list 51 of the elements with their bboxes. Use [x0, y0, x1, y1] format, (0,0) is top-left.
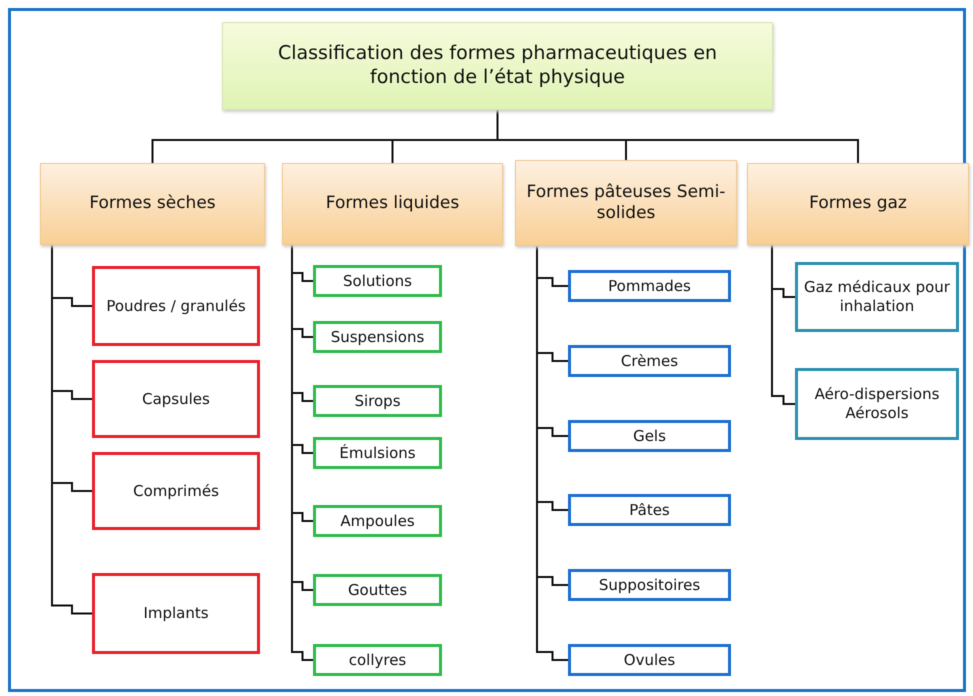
box-label: Suppositoires — [598, 576, 700, 594]
box-label: Pommades — [608, 276, 691, 296]
box-label: Poudres / granulés — [106, 296, 246, 316]
item-box — [568, 494, 731, 526]
category-box — [747, 163, 969, 245]
item-box — [568, 420, 731, 452]
category-box — [515, 160, 737, 246]
box-label: Pâtes — [629, 500, 670, 520]
box-label: Classification des formes pharmaceutiques en fonction de l’état physique — [276, 42, 718, 90]
item-box — [313, 574, 442, 606]
item-box — [568, 644, 731, 676]
item-box — [568, 270, 731, 302]
item-box — [313, 437, 442, 469]
item-box — [795, 262, 959, 332]
box-label: Aéro-dispersions Aérosols — [814, 385, 940, 423]
box-label: Ampoules — [340, 512, 415, 530]
connector-line — [771, 245, 795, 405]
item-box — [92, 573, 260, 654]
item-box — [92, 452, 260, 530]
box-label: Formes gaz — [809, 193, 907, 215]
box-label: Ovules — [624, 650, 676, 670]
box-label: Implants — [143, 604, 209, 623]
category-box — [40, 163, 265, 245]
item-box — [313, 321, 442, 353]
box-label: Comprimés — [133, 482, 219, 500]
item-box — [795, 368, 959, 440]
item-box — [568, 569, 731, 601]
box-label: Crèmes — [620, 352, 678, 370]
category-box — [282, 163, 503, 245]
box-label: Émulsions — [339, 444, 416, 462]
item-box — [313, 265, 442, 297]
box-label: Gels — [633, 426, 666, 446]
box-label: Suspensions — [330, 328, 424, 346]
box-label: Gouttes — [348, 580, 408, 600]
item-box — [313, 385, 442, 417]
box-label: Formes sèches — [89, 193, 216, 215]
connector-line — [51, 245, 92, 614]
box-label: Formes liquides — [326, 193, 460, 215]
item-box — [313, 505, 442, 537]
box-label: Capsules — [142, 390, 210, 408]
item-box — [313, 644, 442, 676]
box-label: Solutions — [343, 272, 412, 290]
item-box — [568, 345, 731, 377]
item-box — [92, 360, 260, 438]
box-label: Gaz médicaux pour inhalation — [803, 278, 951, 316]
item-box — [92, 266, 260, 346]
connector-line — [496, 110, 859, 163]
box-label: Formes pâteuses Semi-solides — [526, 182, 726, 224]
title-box — [222, 22, 773, 110]
box-label: Sirops — [354, 392, 401, 410]
box-label: collyres — [348, 650, 406, 670]
